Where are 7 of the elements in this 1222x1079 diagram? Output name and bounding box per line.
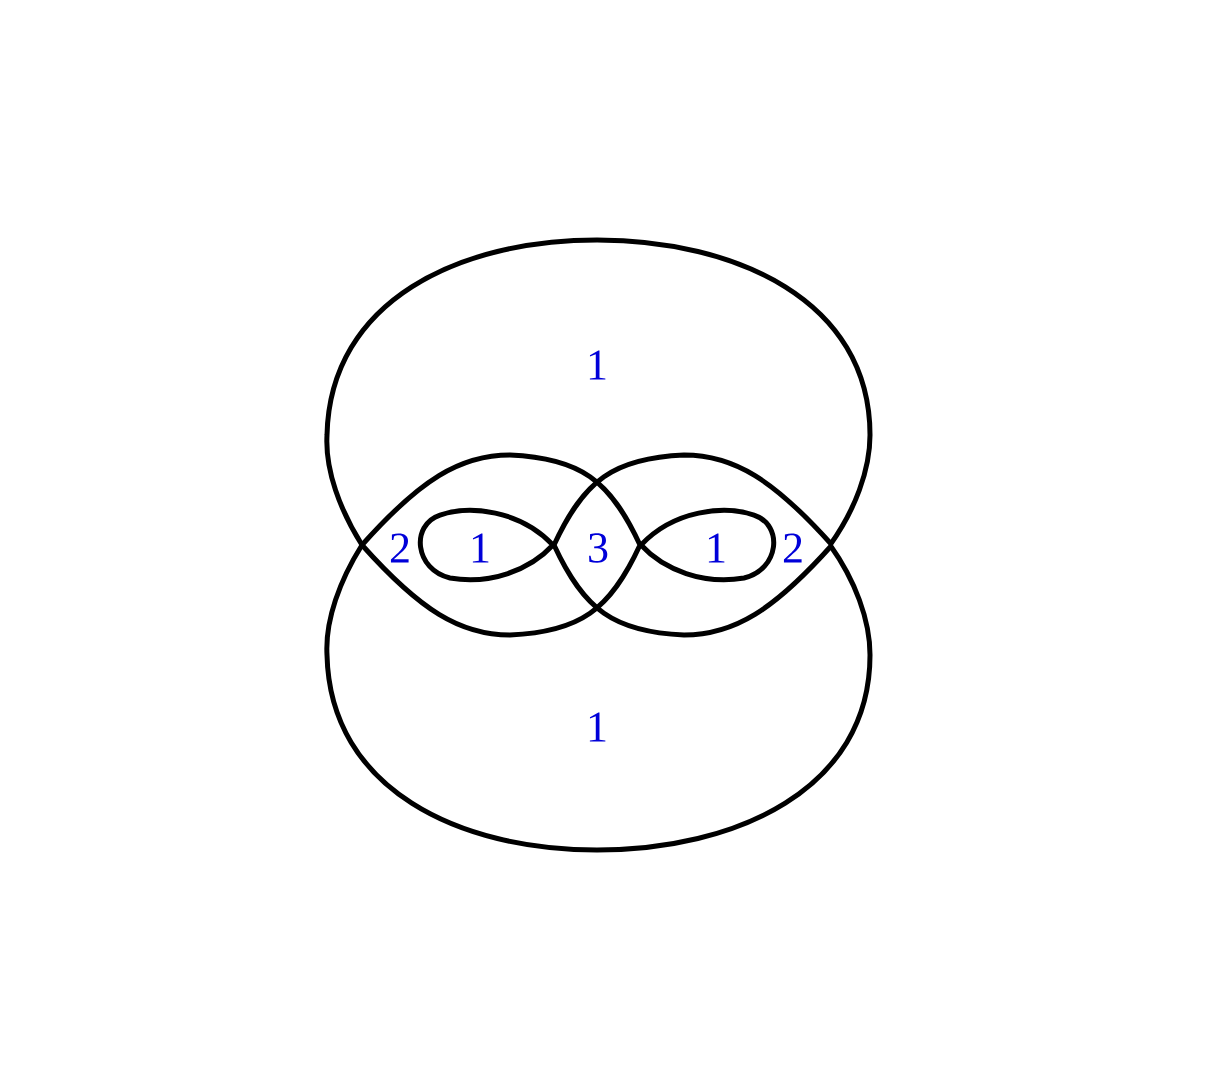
region-number: 1 [708,533,725,563]
region-number: 2 [390,533,409,563]
region-number: 1 [589,350,606,380]
region-number: 1 [589,712,606,742]
region-number: 2 [783,533,802,563]
region-number: 1 [472,533,489,563]
region-number: 3 [589,533,608,563]
